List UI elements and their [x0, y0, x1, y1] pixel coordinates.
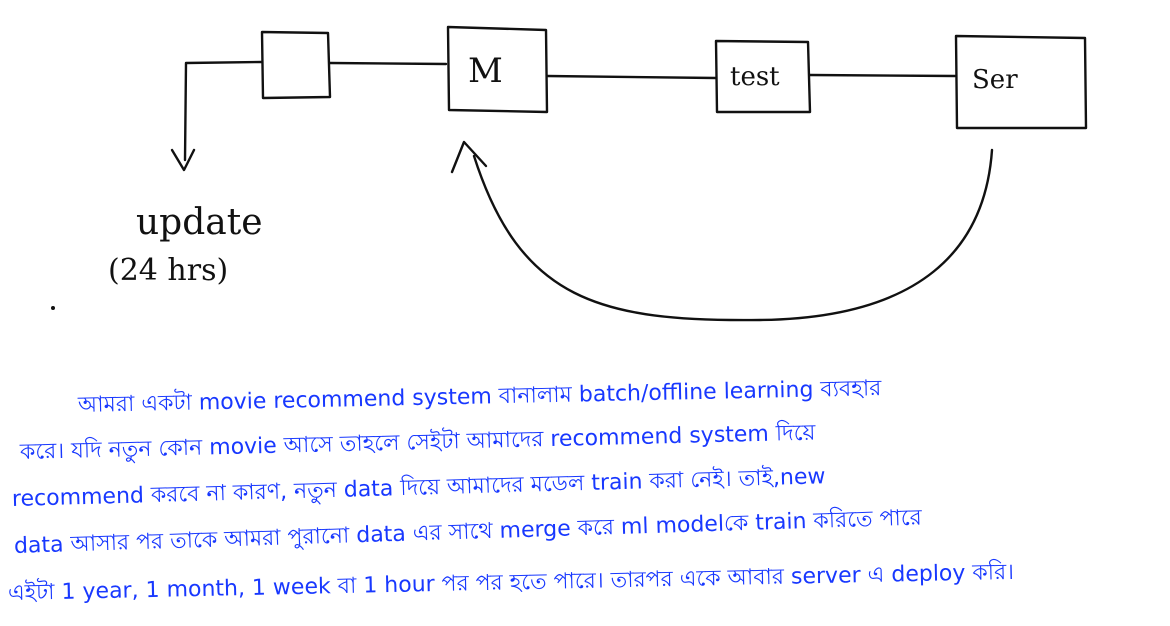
update-label: update [136, 202, 263, 243]
pipeline-diagram: M test Ser update (24 hrs) [51, 25, 1088, 322]
update-arrow [183, 60, 264, 162]
update-arrowhead [170, 148, 196, 172]
update-interval-label: (24 hrs) [108, 253, 228, 288]
connector-test-server [808, 73, 957, 78]
feedback-loop-arrow [472, 148, 994, 322]
server-label: Ser [972, 65, 1018, 95]
test-label: test [730, 62, 780, 92]
server-box [954, 34, 1088, 130]
model-label: M [468, 51, 503, 91]
model-box [446, 25, 549, 114]
connector-batch-model [328, 61, 448, 66]
stray-dot [51, 306, 55, 310]
test-box [714, 39, 812, 114]
connector-model-test [545, 74, 718, 80]
feedback-arrowhead [450, 140, 488, 174]
batch-box [260, 30, 332, 100]
bengali-explanation-note: আমরা একটা movie recommend system বানালাম… [8, 376, 1163, 617]
